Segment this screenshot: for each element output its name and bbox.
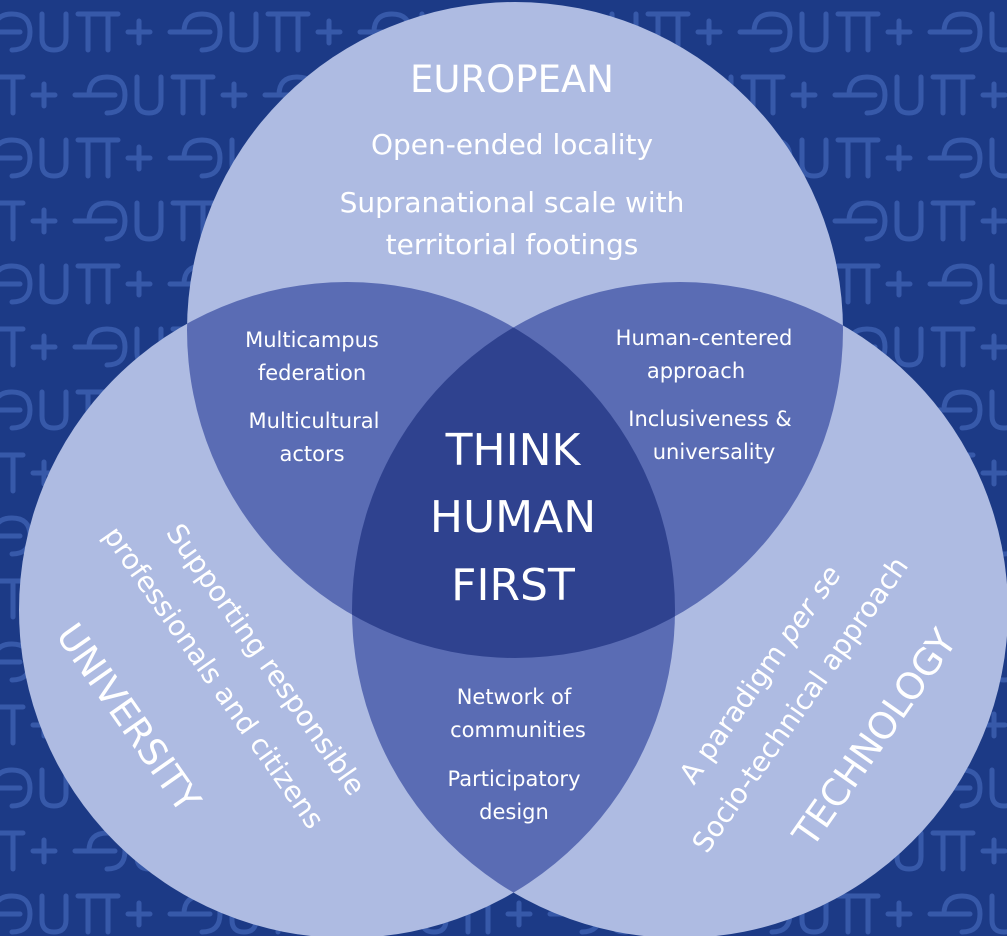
overlap-eu-univ-item2-line2: actors: [279, 442, 344, 466]
pattern-logo-mark: [167, 11, 343, 53]
overlap-eu-tech-item1-line2: approach: [647, 359, 745, 383]
pattern-logo-mark: [72, 74, 248, 116]
overlap-univ-tech-item2-line1: Participatory: [447, 767, 580, 791]
pattern-logo-mark: [0, 74, 58, 116]
overlap-univ-tech-item1-line1: Network of: [457, 685, 572, 709]
overlap-university-technology-labels: Network of communities Participatory des…: [447, 685, 585, 824]
pattern-logo-mark: [737, 11, 913, 53]
pattern-logo-mark: [0, 326, 58, 368]
european-labels: EUROPEAN Open-ended locality Supranation…: [340, 58, 685, 261]
european-title: EUROPEAN: [410, 58, 614, 101]
overlap-european-technology-labels: Human-centered approach Inclusiveness & …: [616, 326, 793, 464]
center-line-first: FIRST: [451, 560, 575, 611]
overlap-european-university-labels: Multicampus federation Multicultural act…: [245, 328, 379, 466]
center-line-human: HUMAN: [430, 492, 596, 543]
center-line-think: THINK: [445, 425, 582, 476]
pattern-logo-mark: [927, 11, 1007, 53]
european-item-locality: Open-ended locality: [371, 128, 653, 161]
pattern-logo-mark: [0, 893, 153, 935]
overlap-eu-tech-item1-line1: Human-centered: [616, 326, 793, 350]
center-overlap: [352, 282, 675, 658]
pattern-logo-mark: [832, 74, 1007, 116]
pattern-logo-mark: [0, 263, 153, 305]
pattern-logo-mark: [927, 263, 1007, 305]
overlap-eu-tech-item2-line2: universality: [653, 440, 776, 464]
center-labels: THINK HUMAN FIRST: [430, 425, 596, 611]
pattern-logo-mark: [0, 200, 58, 242]
overlap-eu-tech-item2-line1: Inclusiveness &: [628, 407, 791, 431]
pattern-logo-mark: [832, 200, 1007, 242]
pattern-logo-mark: [927, 137, 1007, 179]
pattern-logo-mark: [0, 137, 153, 179]
overlap-eu-univ-item1-line1: Multicampus: [245, 328, 379, 352]
european-item-scale-line1: Supranational scale with: [340, 186, 685, 219]
pattern-logo-mark: [0, 830, 58, 872]
pattern-logo-mark: [0, 11, 153, 53]
european-item-scale-line2: territorial footings: [386, 228, 639, 261]
pattern-logo-mark: [927, 893, 1007, 935]
overlap-univ-tech-item2-line2: design: [479, 800, 549, 824]
overlap-eu-univ-item2-line1: Multicultural: [249, 409, 380, 433]
overlap-univ-tech-item1-line2: communities: [450, 718, 586, 742]
overlap-eu-univ-item1-line2: federation: [258, 361, 366, 385]
